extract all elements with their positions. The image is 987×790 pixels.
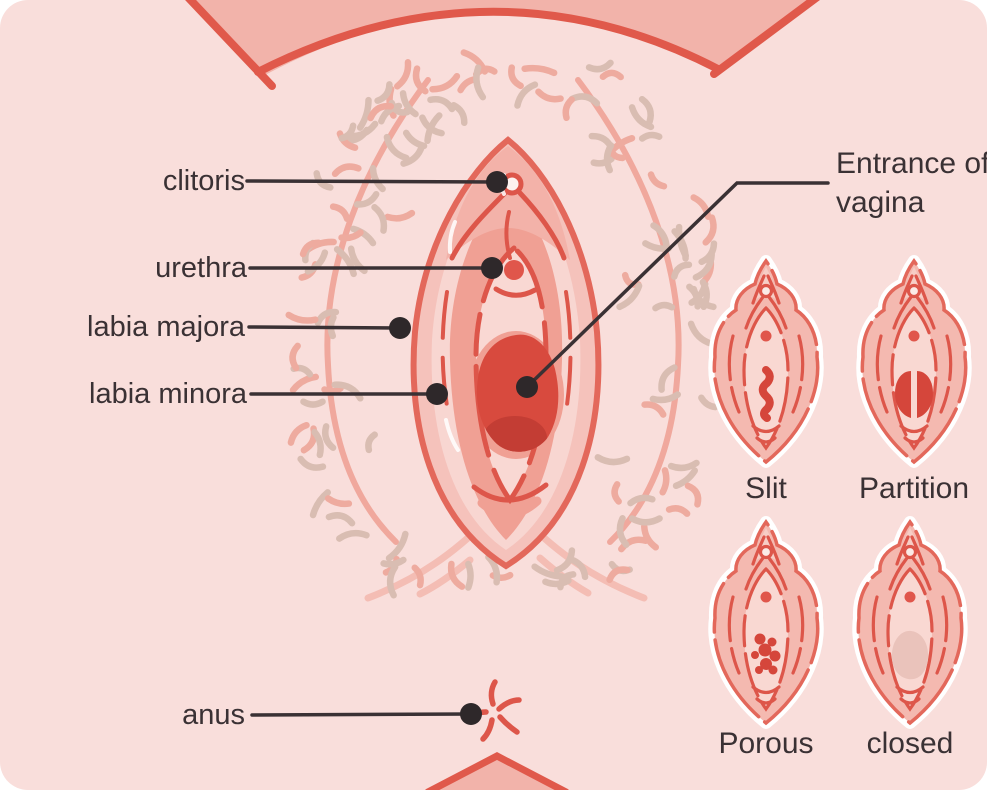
abdomen-band xyxy=(185,0,820,90)
leader-labia-minora xyxy=(249,383,448,405)
label-urethra: urethra xyxy=(155,252,247,284)
leader-anus xyxy=(250,703,482,725)
pubic-hair xyxy=(285,49,719,599)
hymen-porous-shape xyxy=(751,633,781,675)
hymen-partition-shape xyxy=(895,371,933,418)
vulva-illustration xyxy=(410,136,602,570)
clitoral-hood-shape xyxy=(446,146,570,260)
hymen-slit-shape xyxy=(758,366,774,422)
label-labia-minora: labia minora xyxy=(89,378,247,410)
label-entrance-of-vagina: Entrance of vagina xyxy=(836,147,987,219)
leader-clitoris xyxy=(245,171,508,193)
leader-entrance-of-vagina xyxy=(516,181,830,398)
gluteal-peak xyxy=(425,752,569,790)
label-clitoris: clitoris xyxy=(162,165,245,197)
hymen-variants xyxy=(714,261,965,723)
hymen-closed-shape xyxy=(891,630,929,680)
label-variant-porous: Porous xyxy=(718,727,814,760)
label-anus: anus xyxy=(182,699,245,731)
anus-icon xyxy=(464,679,522,742)
leader-labia-majora xyxy=(247,317,411,339)
urethra-icon xyxy=(504,260,524,280)
leader-lines xyxy=(245,171,830,725)
leader-urethra xyxy=(248,257,503,279)
label-variant-closed: closed xyxy=(866,727,954,760)
label-labia-majora: labia majora xyxy=(87,311,245,343)
label-variant-partition: Partition xyxy=(858,472,970,505)
label-variant-slit: Slit xyxy=(745,472,787,505)
